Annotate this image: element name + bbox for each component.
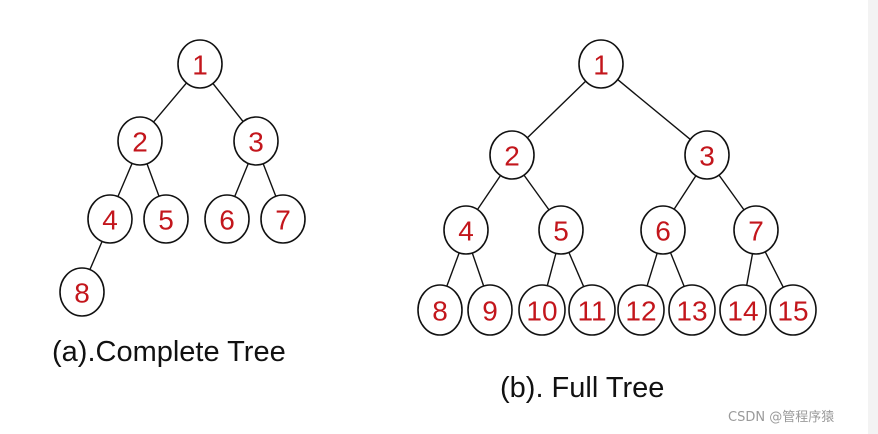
edge-full-b1-b3 bbox=[617, 79, 691, 140]
node-circle bbox=[177, 39, 223, 89]
node-circle bbox=[143, 194, 189, 244]
tree-node-complete-7: 7 bbox=[260, 194, 306, 244]
edge-full-b2-b4 bbox=[476, 175, 502, 210]
tree-node-full-11: 11 bbox=[568, 284, 616, 336]
tree-node-full-8: 8 bbox=[417, 284, 463, 336]
node-circle bbox=[59, 267, 105, 317]
node-label: 6 bbox=[655, 216, 671, 247]
edge-full-b5-b11 bbox=[568, 252, 585, 287]
node-label: 9 bbox=[482, 296, 498, 327]
tree-node-full-4: 4 bbox=[443, 205, 489, 255]
node-label: 15 bbox=[777, 296, 808, 327]
node-label: 2 bbox=[132, 127, 148, 158]
node-circle bbox=[489, 130, 535, 180]
tree-node-complete-3: 3 bbox=[233, 116, 279, 166]
node-circle bbox=[640, 205, 686, 255]
node-circle bbox=[719, 284, 767, 336]
node-circle bbox=[117, 116, 163, 166]
node-circle bbox=[668, 284, 716, 336]
node-label: 13 bbox=[676, 296, 707, 327]
tree-node-full-7: 7 bbox=[733, 205, 779, 255]
node-label: 3 bbox=[699, 141, 715, 172]
node-circle bbox=[260, 194, 306, 244]
edge-full-b4-b8 bbox=[446, 252, 460, 287]
node-label: 8 bbox=[74, 278, 90, 309]
node-label: 6 bbox=[219, 205, 235, 236]
node-circle bbox=[204, 194, 250, 244]
tree-node-complete-5: 5 bbox=[143, 194, 189, 244]
edge-full-b6-b13 bbox=[669, 252, 685, 287]
edge-complete-a1-a3 bbox=[212, 82, 244, 123]
edge-full-b4-b9 bbox=[471, 252, 485, 287]
edge-full-b2-b5 bbox=[523, 174, 550, 211]
node-label: 4 bbox=[458, 216, 474, 247]
tree-node-full-2: 2 bbox=[489, 130, 535, 180]
right-edge-strip bbox=[868, 0, 878, 434]
node-label: 3 bbox=[248, 127, 264, 158]
edge-full-b6-b12 bbox=[646, 252, 658, 287]
tree-node-full-1: 1 bbox=[578, 39, 624, 89]
node-circle bbox=[538, 205, 584, 255]
edge-full-b3-b7 bbox=[718, 174, 745, 211]
node-label: 7 bbox=[748, 216, 764, 247]
edge-complete-a3-a7 bbox=[262, 163, 277, 197]
edges-layer bbox=[89, 79, 784, 288]
edge-full-b1-b2 bbox=[526, 80, 587, 139]
node-label: 1 bbox=[192, 50, 208, 81]
edge-complete-a2-a5 bbox=[146, 163, 160, 197]
tree-node-full-6: 6 bbox=[640, 205, 686, 255]
tree-node-complete-8: 8 bbox=[59, 267, 105, 317]
tree-node-full-10: 10 bbox=[518, 284, 566, 336]
edge-complete-a2-a4 bbox=[117, 163, 133, 197]
tree-node-full-5: 5 bbox=[538, 205, 584, 255]
node-circle bbox=[417, 284, 463, 336]
node-label: 1 bbox=[593, 50, 609, 81]
edge-full-b7-b14 bbox=[746, 253, 754, 286]
tree-node-full-15: 15 bbox=[769, 284, 817, 336]
node-circle bbox=[733, 205, 779, 255]
tree-node-complete-2: 2 bbox=[117, 116, 163, 166]
watermark-text: CSDN @管程序猿 bbox=[728, 410, 834, 425]
tree-node-complete-6: 6 bbox=[204, 194, 250, 244]
caption-full-tree: (b). Full Tree bbox=[500, 372, 664, 404]
node-circle bbox=[568, 284, 616, 336]
node-label: 8 bbox=[432, 296, 448, 327]
tree-node-full-13: 13 bbox=[668, 284, 716, 336]
tree-node-full-12: 12 bbox=[617, 284, 665, 336]
node-circle bbox=[518, 284, 566, 336]
node-label: 11 bbox=[577, 296, 606, 327]
node-label: 4 bbox=[102, 205, 118, 236]
node-circle bbox=[443, 205, 489, 255]
edge-full-b5-b10 bbox=[546, 253, 557, 286]
node-label: 5 bbox=[553, 216, 569, 247]
node-circle bbox=[578, 39, 624, 89]
node-label: 2 bbox=[504, 141, 520, 172]
tree-node-full-3: 3 bbox=[684, 130, 730, 180]
edge-complete-a3-a6 bbox=[234, 163, 249, 197]
tree-node-complete-1: 1 bbox=[177, 39, 223, 89]
node-circle bbox=[233, 116, 279, 166]
node-circle bbox=[684, 130, 730, 180]
edge-full-b3-b6 bbox=[673, 175, 697, 210]
tree-node-full-14: 14 bbox=[719, 284, 767, 336]
edge-complete-a4-a8 bbox=[89, 241, 103, 270]
edge-full-b7-b15 bbox=[764, 251, 784, 288]
tree-node-full-9: 9 bbox=[467, 284, 513, 336]
node-label: 7 bbox=[275, 205, 291, 236]
node-circle bbox=[617, 284, 665, 336]
edge-complete-a1-a2 bbox=[152, 82, 188, 123]
node-circle bbox=[769, 284, 817, 336]
node-label: 5 bbox=[158, 205, 174, 236]
node-circle bbox=[87, 194, 133, 244]
caption-complete-tree: (a).Complete Tree bbox=[52, 336, 286, 368]
node-circle bbox=[467, 284, 513, 336]
tree-node-complete-4: 4 bbox=[87, 194, 133, 244]
node-label: 14 bbox=[727, 296, 758, 327]
node-label: 10 bbox=[526, 296, 557, 327]
node-label: 12 bbox=[625, 296, 656, 327]
